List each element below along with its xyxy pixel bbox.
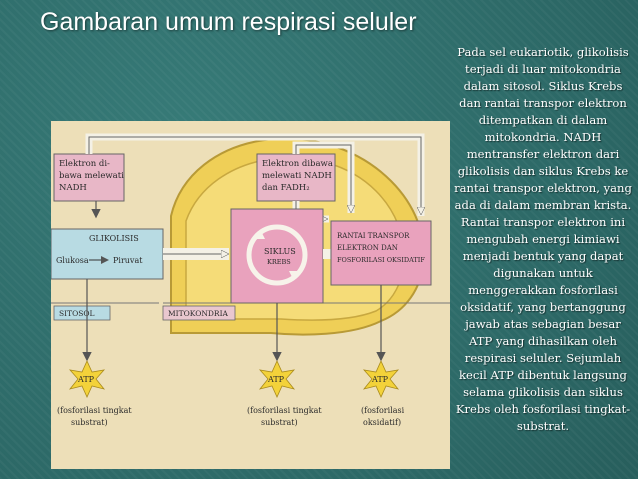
nadh-fadh-line3: dan FADH₂ [262, 183, 310, 193]
description-text: Pada sel eukariotik, glikolisis terjadi … [454, 45, 632, 433]
rantai-line3: FOSFORILASI OKSIDATIF [337, 256, 425, 264]
piruvat-label: Piruvat [113, 256, 143, 265]
mitokondria-label: MITOKONDRIA [168, 309, 229, 318]
slide-title: Gambaran umum respirasi seluler [40, 8, 417, 36]
atp-2-caption-1: (fosforilasi tingkat [247, 406, 322, 415]
nadh-left-line1: Elektron di- [59, 159, 110, 169]
atp-2-caption-2: substrat) [261, 418, 298, 427]
atp-burst-2: ATP [258, 360, 296, 398]
nadh-fadh-box: Elektron dibawa melewati NADH dan FADH₂ [256, 153, 336, 202]
atp-1-caption-2: substrat) [71, 418, 108, 427]
nadh-fadh-line2: melewati NADH [262, 171, 332, 181]
atp-3-caption-1: (fosforilasi [361, 406, 405, 415]
respiration-figure: Elektron di- bawa melewati NADH Elektron… [51, 121, 450, 469]
atp-1-caption-1: (fosforilasi tingkat [57, 406, 132, 415]
nadh-left-line3: NADH [59, 183, 87, 193]
glukosa-label: Glukosa [56, 256, 89, 265]
atp-3-label: ATP [371, 375, 389, 384]
respiration-diagram: Elektron di- bawa melewati NADH Elektron… [51, 133, 450, 427]
atp-2-label: ATP [267, 375, 285, 384]
rantai-transpor-box: RANTAI TRANSPOR ELEKTRON DAN FOSFORILASI… [330, 220, 432, 286]
nadh-box-left: Elektron di- bawa melewati NADH [53, 153, 125, 202]
atp-3-caption-2: oksidatif) [363, 418, 401, 427]
sitosol-label: SITOSOL [59, 309, 95, 318]
atp-burst-1: ATP [68, 360, 106, 398]
atp-burst-3: ATP [362, 360, 400, 398]
glikolisis-box: GLIKOLISIS Glukosa Piruvat [51, 228, 164, 280]
glikolisis-label: GLIKOLISIS [89, 234, 139, 243]
siklus-label-1: SIKLUS [264, 247, 296, 256]
siklus-krebs-box: SIKLUS KREBS [230, 208, 324, 304]
rantai-line1: RANTAI TRANSPOR [337, 232, 410, 240]
siklus-label-2: KREBS [267, 258, 291, 266]
atp-1-label: ATP [77, 375, 95, 384]
nadh-left-line2: bawa melewati [59, 171, 124, 181]
rantai-line2: ELEKTRON DAN [337, 244, 398, 252]
nadh-fadh-line1: Elektron dibawa [262, 159, 333, 169]
